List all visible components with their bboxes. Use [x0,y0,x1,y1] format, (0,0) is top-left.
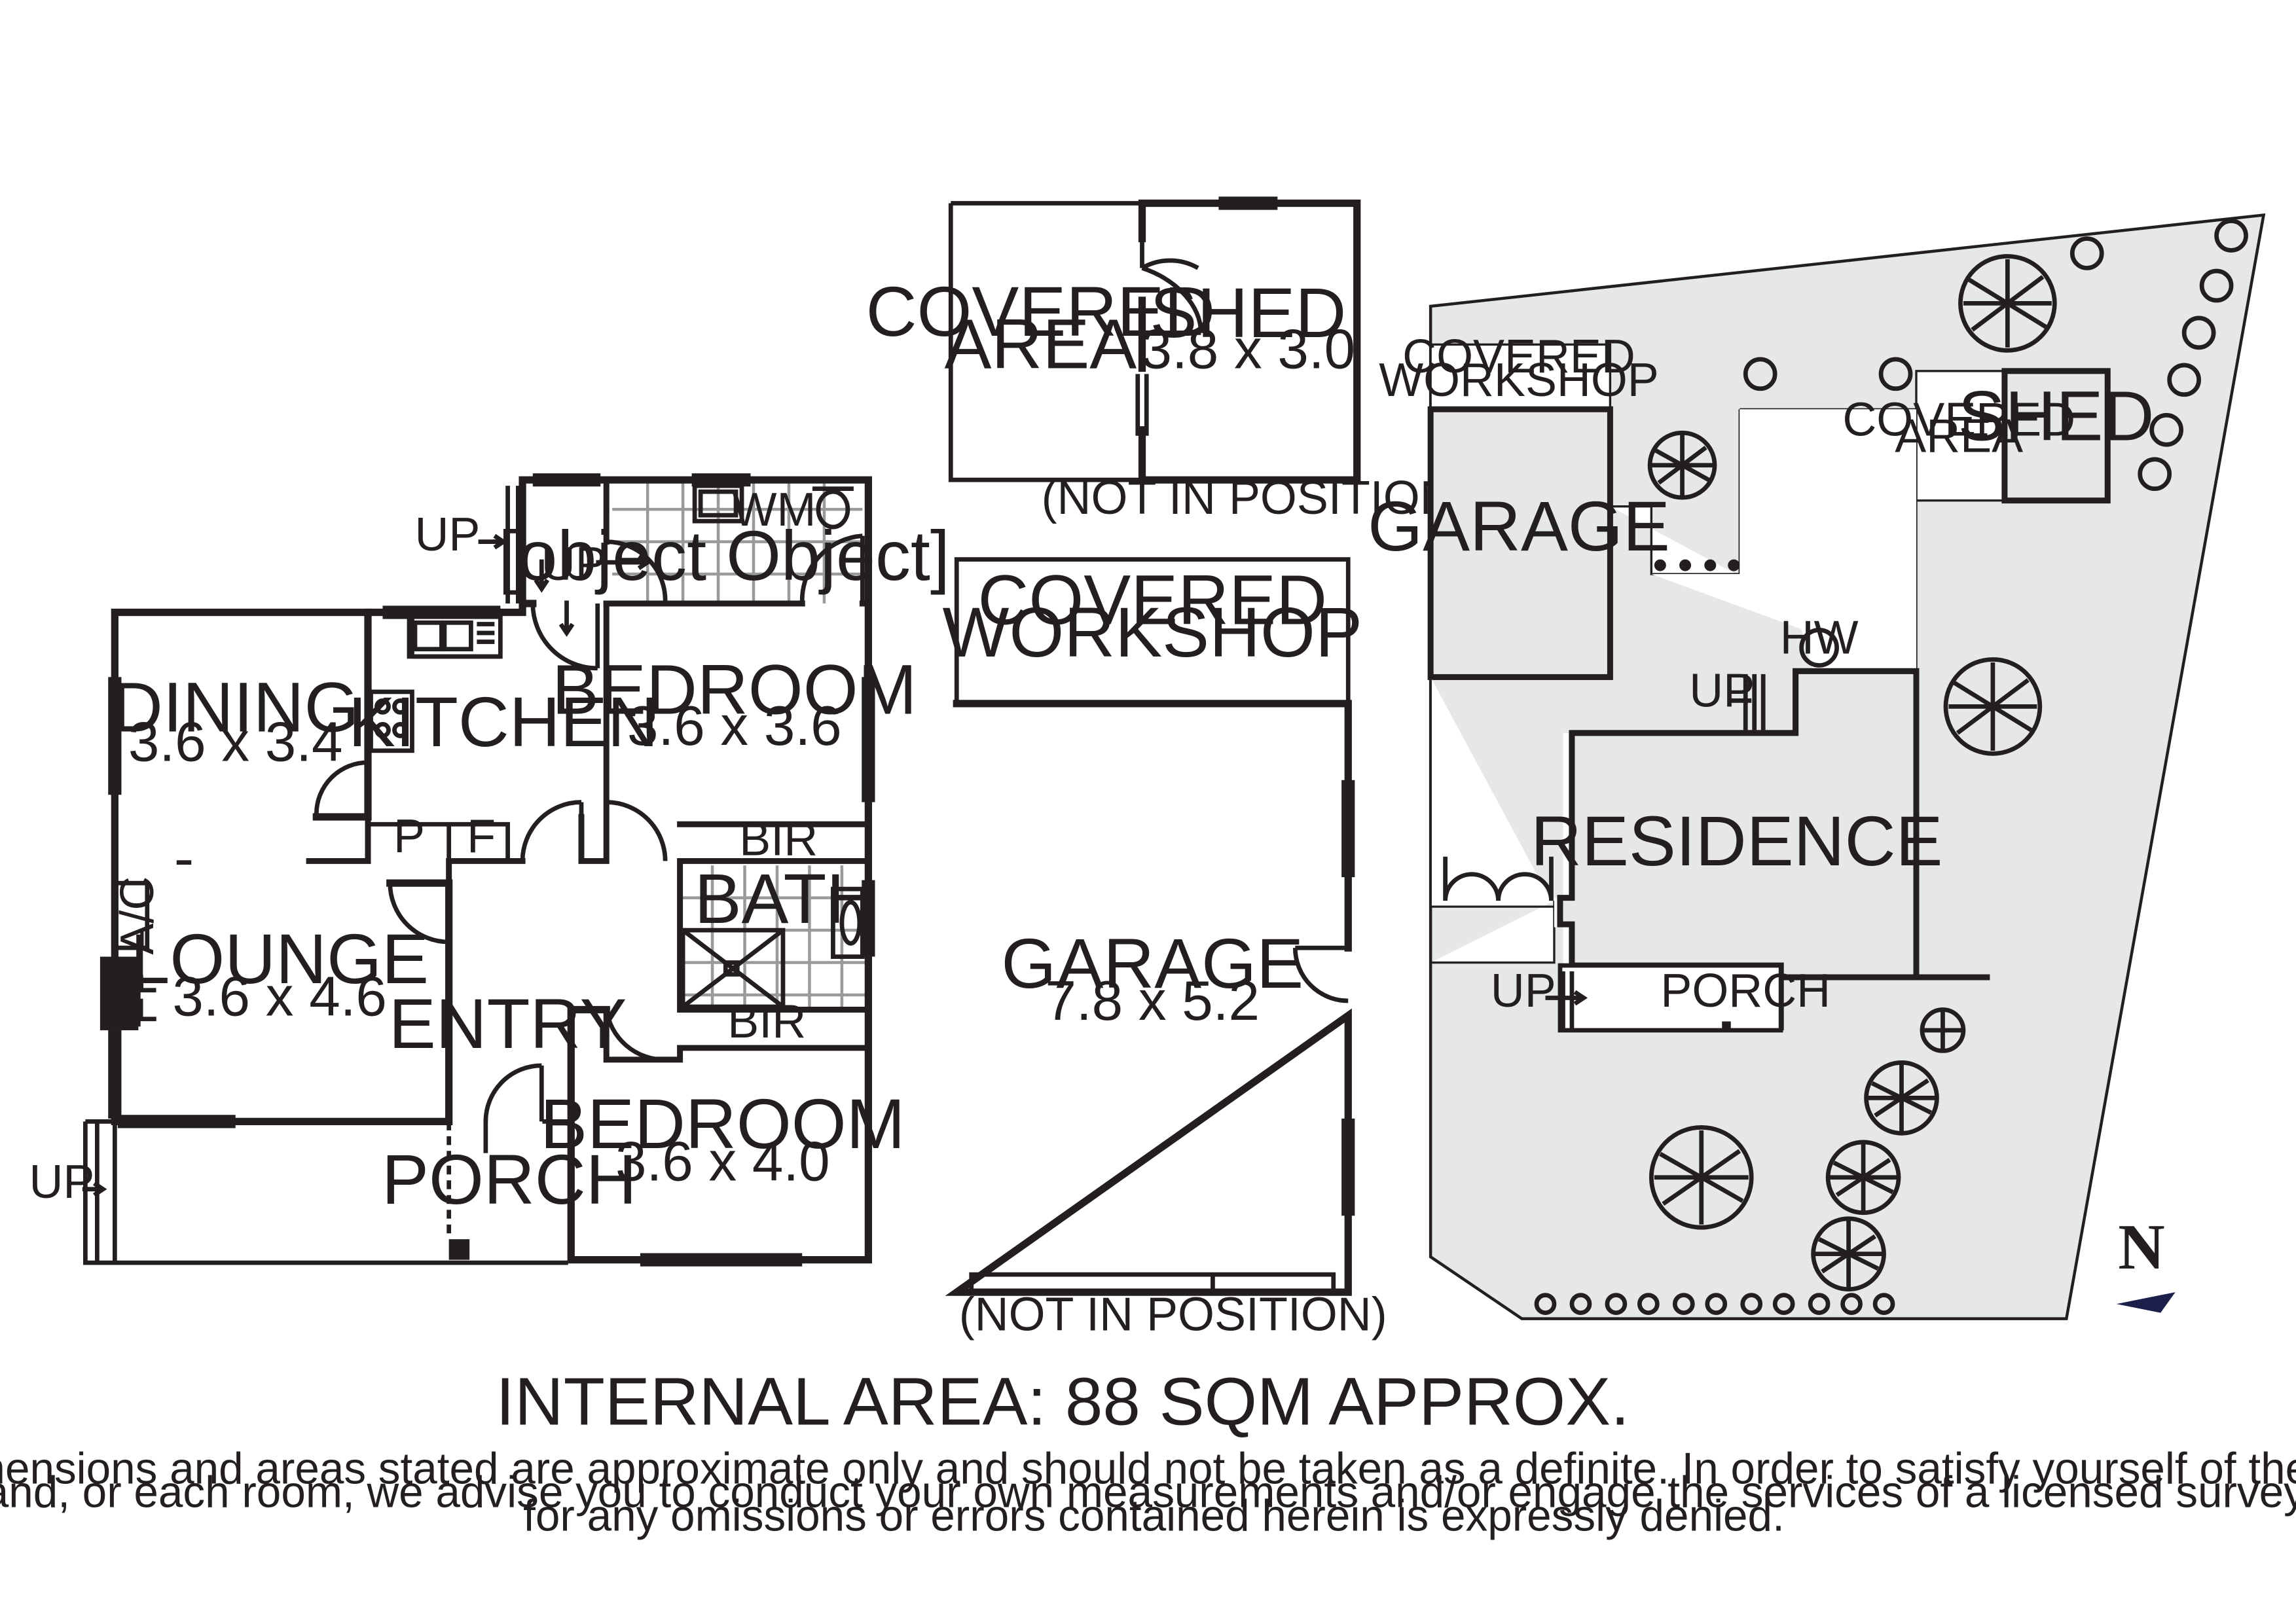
washing-machine-label: WM [733,484,816,536]
residence-label: RESIDENCE [1531,801,1943,880]
site-covered-workshop [1429,343,1612,410]
shed-dimension: 3.8 x 3.0 [1141,318,1356,380]
lounge-dimension: 3.6 x 4.6 [172,965,387,1028]
dining-dimension: 3.6 x 3.4 [128,712,343,774]
site-porch-label: PORCH [1660,965,1831,1017]
up-arrow [478,533,507,550]
site-shed-label: SHED [1958,376,2155,455]
site-porch [1558,963,1783,1033]
porch-label: PORCH [382,1140,637,1219]
pantry-label: P [393,810,425,863]
up-label: UP [541,538,607,590]
site-up-label: UP [1689,664,1755,717]
air-conditioner [112,880,150,950]
site-plan: COVERED WORKSHOP GARAGE COVERED AREA SHE… [1368,213,2266,1320]
ground-floor-outer-walls [111,608,453,1125]
disclaimer-line-1: Disclaimer: All dimensions and areas sta… [0,1444,2296,1493]
up-label: UP [29,1156,94,1208]
ground-floor-plan: DINING 3.6 x 3.4 KITCHEN [object Object]… [29,473,950,1267]
north-label: N [2118,1212,2164,1283]
site-garage-label: GARAGE [1368,486,1670,566]
site-covered-workshop-label: COVERED [1402,331,1635,383]
garage-plan-workshop-label: WORKSHOP [943,592,1362,672]
garage-dimension: 7.8 x 5.2 [1045,970,1260,1032]
shed-plan: COVERED AREA SHED 3.8 x 3.0 (NOT IN POSI… [866,196,1470,524]
bedroom-1-dimension: 3.6 x 3.6 [627,695,842,757]
bir-1-label: BIR [739,813,818,865]
internal-area-label: INTERNAL AREA: 88 SQM APPROX. [496,1363,1630,1439]
hot-water-label: HW [1780,611,1859,664]
site-covered-area-label: COVERED [1842,394,2075,446]
fridge-label: F [467,810,496,863]
hot-water-unit [1799,628,1839,668]
porch-post [448,1239,470,1260]
fireplace-label: FP [114,965,166,1025]
site-up-label: UP [1491,965,1556,1017]
site-trees [1534,219,2248,1315]
lounge-label: LOUNGE [130,919,429,998]
garage-plan-workshop-label: COVERED [977,560,1327,639]
site-shed [2001,368,2111,504]
entry-label: ENTRY [389,984,627,1063]
ac-label: A/C [111,876,164,955]
shower [680,928,786,1009]
bedroom-1-label: BEDROOM [552,650,917,729]
windows [108,473,875,1267]
bedroom-2-label: BEDROOM [540,1084,905,1163]
shed-not-in-position-note: (NOT IN POSITION) [1042,472,1470,524]
toilet [816,489,850,530]
disclaimer-line-2: of the property, land, or each room, we … [0,1468,2296,1517]
site-covered-area [1915,370,2006,502]
site-garage [1427,406,1613,680]
garage-label: GARAGE [1001,924,1303,1003]
shed-plan-covered-area-label: COVERED [866,272,1216,351]
north-arrow-icon [2116,1292,2176,1313]
bath-label: BATH [695,859,878,938]
shed-plan-covered-area-label: AREA [944,304,1137,383]
bir-2-label: BIR [727,996,806,1048]
door-swings [314,533,865,1122]
up-label: UP [414,509,480,561]
garage-not-in-position-note: (NOT IN POSITION) [959,1289,1387,1341]
dining-label: DINING [112,668,359,747]
garage-plan: COVERED WORKSHOP GARAGE 7.8 x 5.2 (NOT I… [943,557,1387,1341]
bedroom-2-dimension: 3.6 x 4.0 [615,1130,830,1193]
laundry-label: [object Object] [498,516,950,595]
site-covered-area-label: AREA [1895,410,2023,462]
kitchen-label: KITCHEN [348,682,659,761]
site-covered-workshop-label: WORKSHOP [1379,354,1659,406]
shed-label: SHED [1150,273,1346,352]
disclaimer-line-3: for any omissions or errors contained he… [523,1491,1785,1540]
cooktop [369,689,414,753]
